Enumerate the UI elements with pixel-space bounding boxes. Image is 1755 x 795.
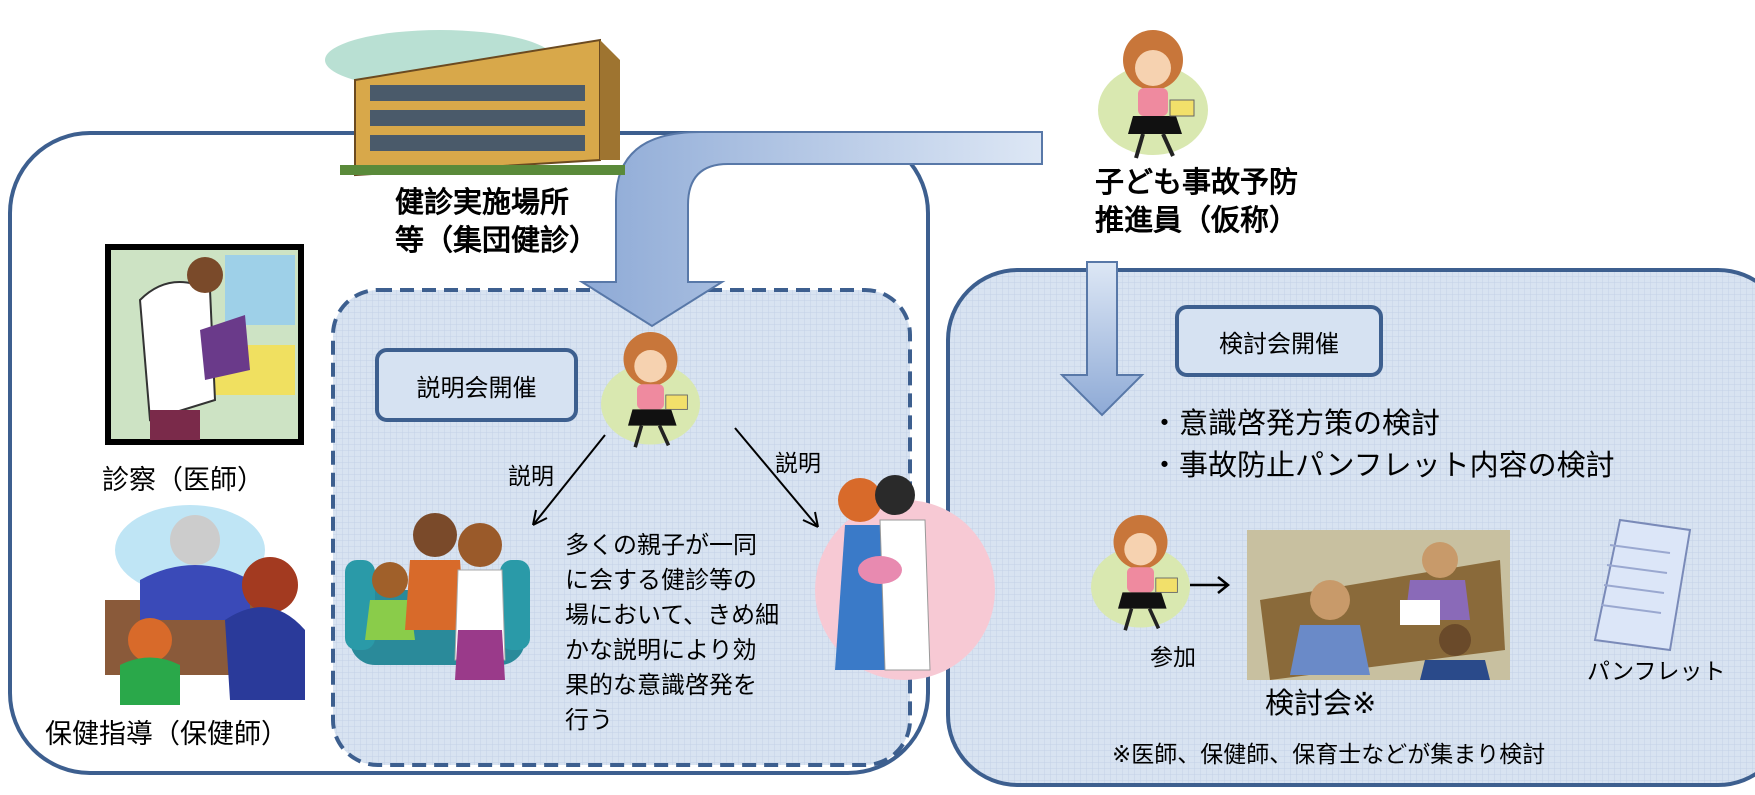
exam-label: 診察（医師） (102, 465, 264, 496)
promoter-label: 子ども事故予防 推進員（仮称） (1095, 163, 1298, 239)
venue-label: 健診実施場所 等（集団健診） (395, 183, 598, 259)
footnote: ※医師、保健師、保育士などが集まり検討 (1112, 742, 1546, 768)
meeting-image (1247, 530, 1510, 680)
bullet-item: ・意識啓発方策の検討 (1150, 406, 1441, 440)
description-line: 果的な意識啓発を (565, 671, 757, 699)
review-title-badge: 検討会開催 (1175, 305, 1383, 377)
bullet-item: ・事故防止パンフレット内容の検討 (1150, 448, 1615, 482)
meeting-description: 多くの親子が一同 に会する健診等の 場において、きめ細 かな説明により効 果的な… (565, 528, 815, 738)
curved-arrow (578, 131, 1043, 328)
description-line: 場において、きめ細 (565, 601, 780, 629)
description-line: に会する健診等の (565, 566, 757, 594)
explain-right-label: 説明 (775, 451, 821, 477)
guidance-image (105, 505, 305, 705)
description-line: かな説明により効 (565, 636, 757, 664)
meeting-title: 説明会開催 (416, 373, 537, 402)
venue-label-line2: 等（集団健診） (395, 223, 599, 257)
participate-arrow (1190, 576, 1231, 594)
venue-label-line1: 健診実施場所 (395, 185, 570, 219)
description-line: 行う (565, 706, 613, 734)
explain-left-label: 説明 (508, 464, 554, 490)
pamphlet-label: パンフレット (1587, 659, 1726, 685)
doctor-image (105, 244, 304, 445)
meeting-label: 検討会※ (1265, 686, 1377, 720)
building-image (325, 30, 625, 177)
couple-image (815, 475, 995, 680)
participate-label: 参加 (1150, 645, 1196, 671)
pamphlet-image (1593, 518, 1692, 652)
promoter-label-line1: 子ども事故予防 (1095, 165, 1299, 199)
family-image (345, 513, 530, 680)
review-title: 検討会開催 (1219, 329, 1339, 358)
guidance-label: 保健指導（保健師） (45, 719, 288, 750)
explain-arrows (532, 427, 819, 528)
meeting-title-badge: 説明会開催 (375, 348, 578, 422)
description-line: 多くの親子が一同 (565, 531, 757, 559)
promoter-label-line2: 推進員（仮称） (1095, 203, 1299, 237)
down-arrow (1059, 261, 1145, 417)
review-bullets: ・意識啓発方策の検討 ・事故防止パンフレット内容の検討 (1150, 402, 1615, 486)
promoter-image (1096, 28, 1210, 160)
